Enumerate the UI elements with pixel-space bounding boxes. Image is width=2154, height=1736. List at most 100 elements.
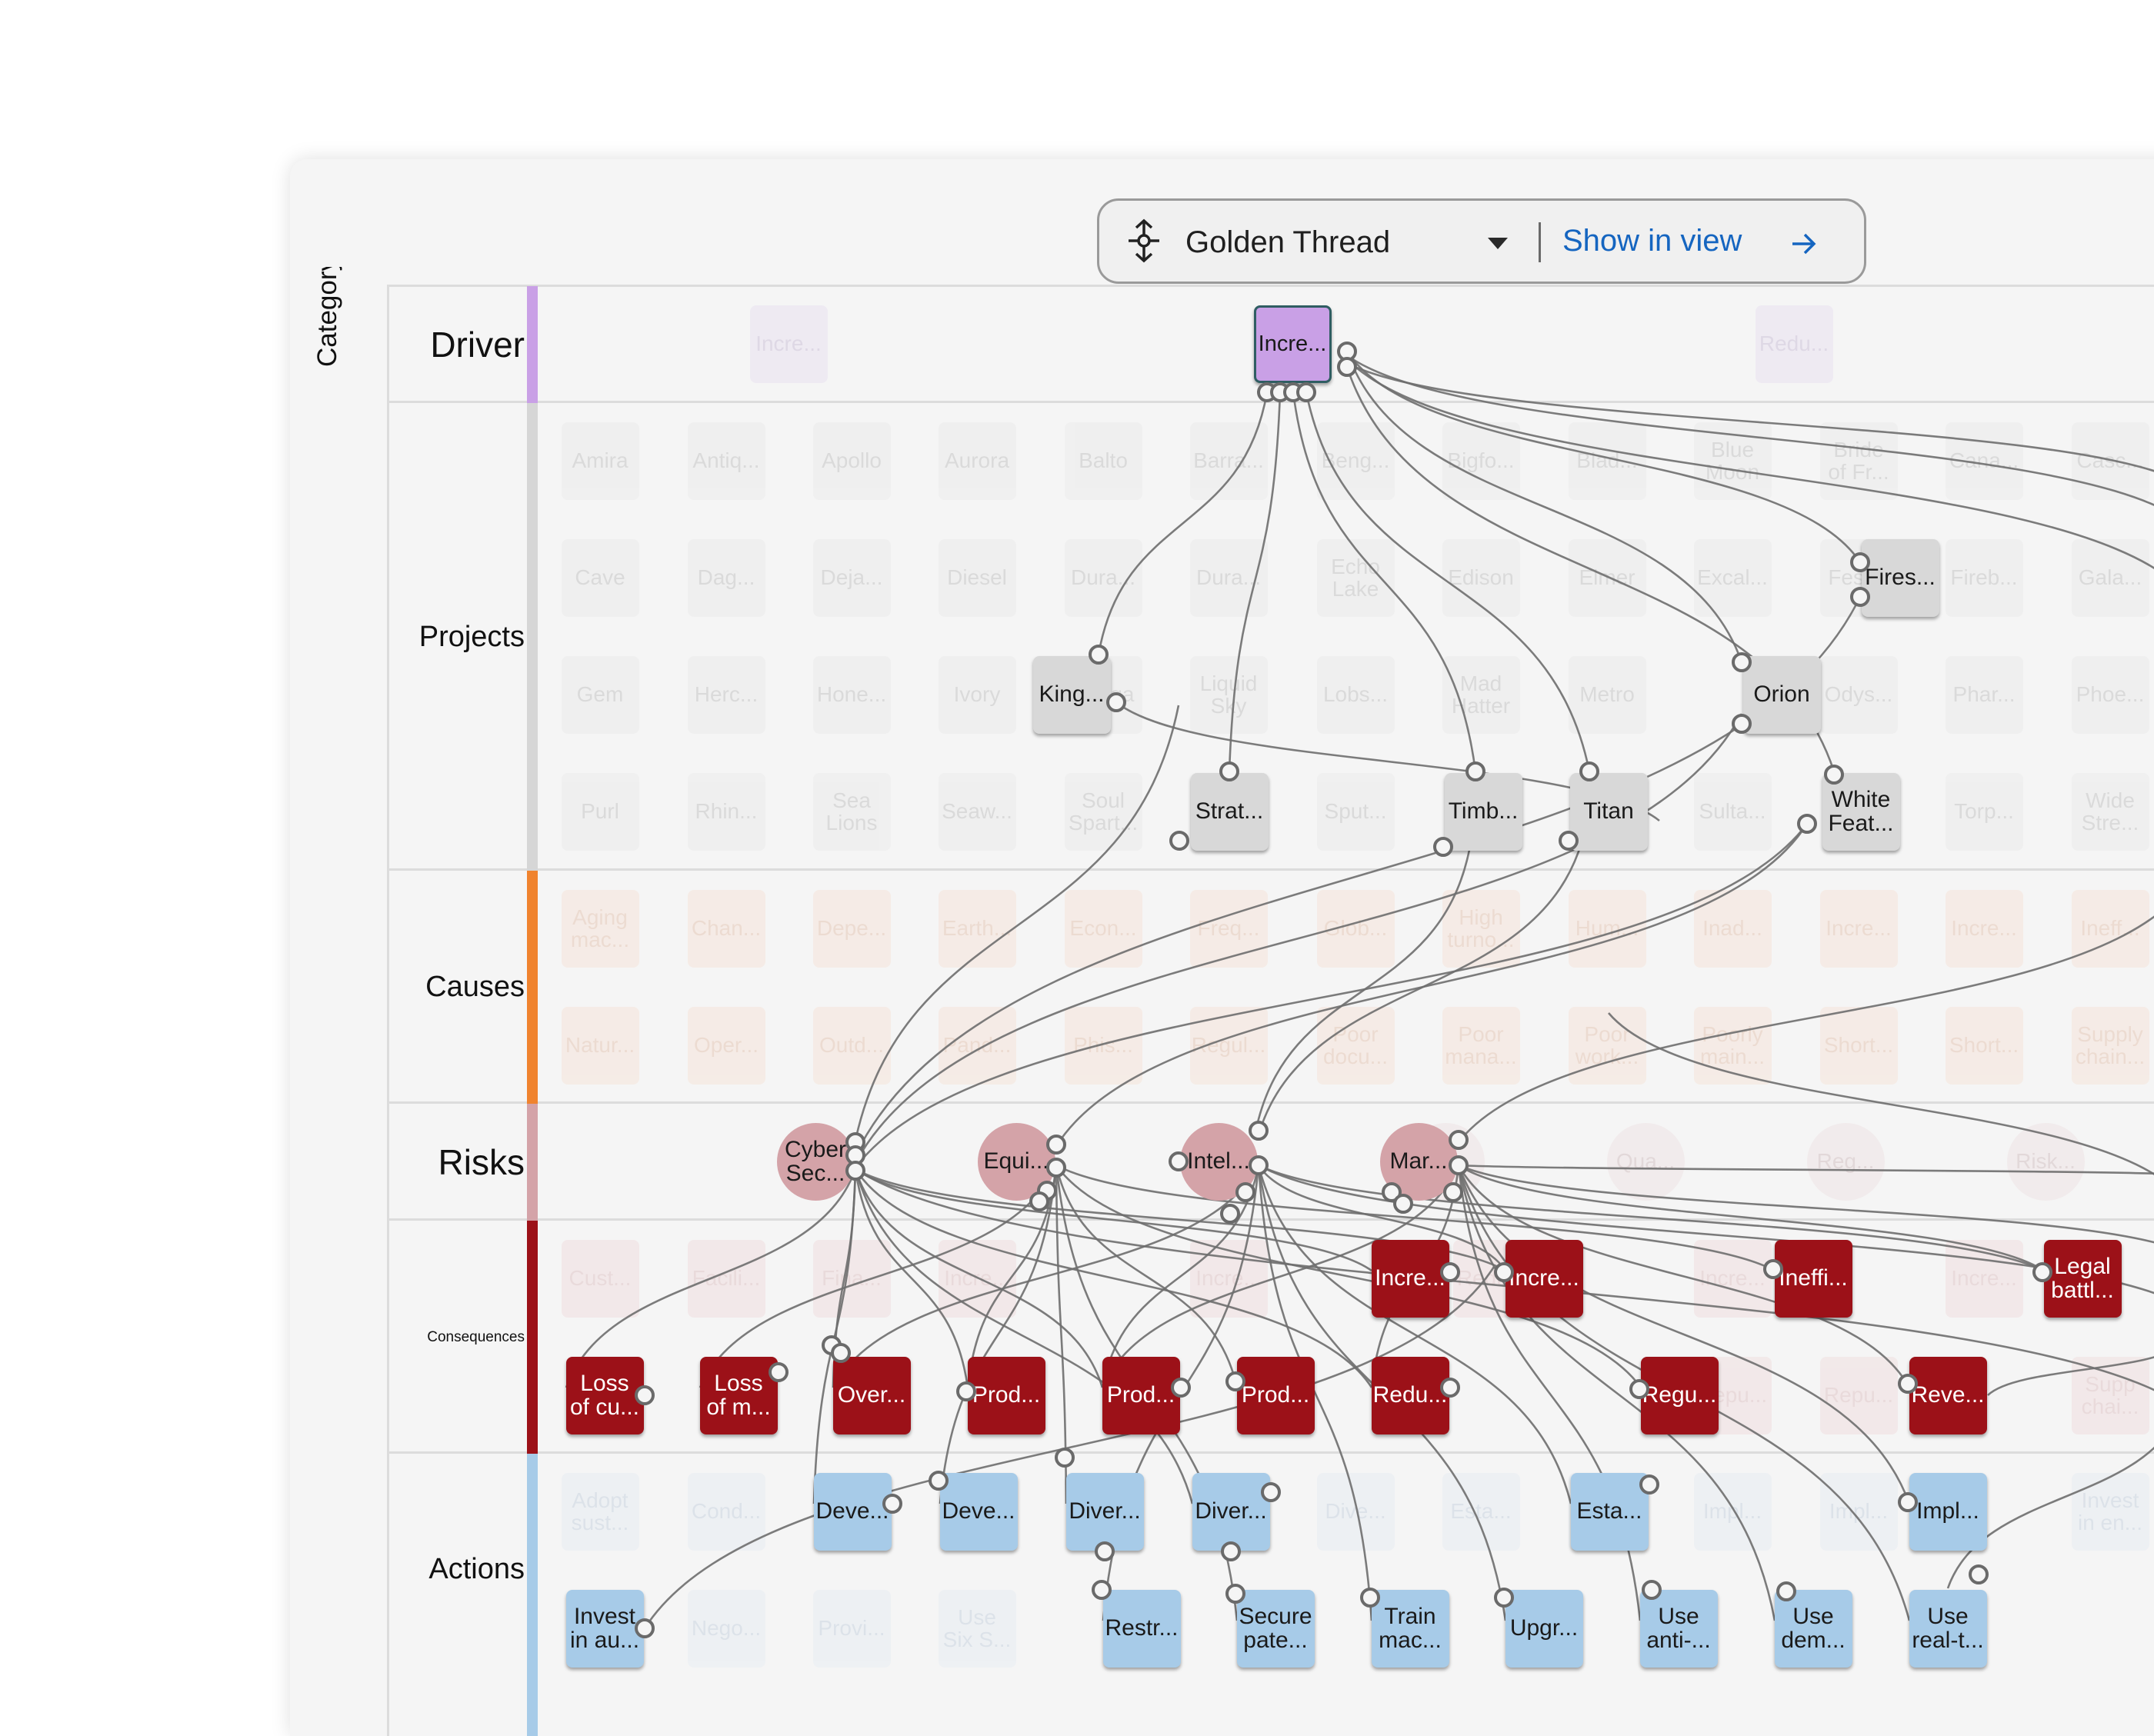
node-project-faded[interactable]: Sulta... [1693, 772, 1772, 851]
node-project[interactable]: Orion [1742, 655, 1821, 734]
node-cause-faded[interactable]: Regul... [1189, 1006, 1268, 1085]
node-cause-faded[interactable]: High turno... [1442, 889, 1520, 968]
node-consequence-faded[interactable]: Repu... [1819, 1356, 1898, 1434]
node-project-faded[interactable]: Phar... [1945, 655, 2023, 734]
node-project[interactable]: Fires... [1861, 538, 1939, 617]
move-vertical-icon[interactable] [1121, 218, 1167, 264]
node-project-faded[interactable]: Purl [561, 772, 639, 851]
node-risk[interactable]: Cyber Sec... [776, 1122, 855, 1201]
node-project-faded[interactable]: Dura... [1189, 538, 1268, 617]
node-project-faded[interactable]: Sput... [1316, 772, 1395, 851]
node-project-faded[interactable]: Cave [561, 538, 639, 617]
node-action[interactable]: Secure pate... [1236, 1589, 1315, 1668]
node-cause-faded[interactable]: Short... [1819, 1006, 1898, 1085]
node-risk-faded[interactable]: Qua... [1606, 1122, 1685, 1201]
node-consequence-faded[interactable]: Supp chai... [2071, 1356, 2149, 1434]
node-consequence[interactable]: Prod... [967, 1356, 1045, 1434]
node-action[interactable]: Restr... [1102, 1589, 1181, 1668]
node-project-faded[interactable]: Seaw... [938, 772, 1016, 851]
node-project-faded[interactable]: Deja... [812, 538, 891, 617]
node-project-faded[interactable]: Rhin... [687, 772, 765, 851]
node-project[interactable]: Titan [1569, 772, 1648, 851]
node-consequence[interactable]: Reve... [1909, 1356, 1987, 1434]
node-action-faded[interactable]: Provi... [812, 1589, 891, 1668]
node-project-faded[interactable]: Torp... [1945, 772, 2023, 851]
node-cause-faded[interactable]: Supply chain... [2071, 1006, 2149, 1085]
node-consequence-faded[interactable]: Cust... [561, 1239, 639, 1318]
node-risk-faded[interactable]: Reg... [1806, 1122, 1885, 1201]
node-project-faded[interactable]: Fireb... [1945, 538, 2023, 617]
arrow-right-icon[interactable] [1790, 230, 1818, 258]
node-cause-faded[interactable]: Econ... [1064, 889, 1142, 968]
node-project-faded[interactable]: Phoe... [2071, 655, 2149, 734]
node-cause-faded[interactable]: Freq... [1189, 889, 1268, 968]
node-project-faded[interactable]: Hone... [812, 655, 891, 734]
node-cause-faded[interactable]: Oper... [687, 1006, 765, 1085]
node-action[interactable]: Use dem... [1774, 1589, 1852, 1668]
node-consequence-faded[interactable]: Facili... [687, 1239, 765, 1318]
node-cause-faded[interactable]: Poor work... [1568, 1006, 1646, 1085]
node-consequence[interactable]: Legal battl... [2043, 1239, 2122, 1318]
node-project[interactable]: Strat... [1190, 772, 1269, 851]
node-cause-faded[interactable]: Chan... [687, 889, 765, 968]
node-project-faded[interactable]: Sea Lions [812, 772, 891, 851]
node-cause-faded[interactable]: Natur... [561, 1006, 639, 1085]
node-cause-faded[interactable]: Poor docu... [1316, 1006, 1395, 1085]
node-project-faded[interactable]: Gala... [2071, 538, 2149, 617]
node-action[interactable]: Deve... [939, 1472, 1018, 1551]
node-project-faded[interactable]: Elmer [1568, 538, 1646, 617]
node-consequence[interactable]: Regu... [1640, 1356, 1719, 1434]
node-project-faded[interactable]: Gem [561, 655, 639, 734]
node-cause-faded[interactable]: Short... [1945, 1006, 2023, 1085]
node-consequence[interactable]: Prod... [1236, 1356, 1315, 1434]
node-risk-faded[interactable]: Risk... [2006, 1122, 2085, 1201]
node-action[interactable]: Upgr... [1505, 1589, 1583, 1668]
node-consequence[interactable]: Incre... [1505, 1239, 1583, 1318]
node-project[interactable]: Timb... [1444, 772, 1522, 851]
node-action[interactable]: Impl... [1909, 1472, 1987, 1551]
node-project-faded[interactable]: Apollo [812, 422, 891, 500]
node-action[interactable]: Train mac... [1371, 1589, 1449, 1668]
node-project-faded[interactable]: Lobs... [1316, 655, 1395, 734]
node-consequence-faded[interactable]: Incre... [1693, 1239, 1772, 1318]
node-consequence[interactable]: Redu... [1371, 1356, 1449, 1434]
node-cause-faded[interactable]: Pand... [938, 1006, 1016, 1085]
node-consequence[interactable]: Ineffi... [1774, 1239, 1852, 1318]
node-project-faded[interactable]: Amira [561, 422, 639, 500]
node-action-faded[interactable]: Dive... [1316, 1472, 1395, 1551]
node-cause-faded[interactable]: Outd... [812, 1006, 891, 1085]
node-driver-faded[interactable]: Incre... [749, 305, 828, 383]
node-action[interactable]: Use anti-... [1639, 1589, 1718, 1668]
node-action-faded[interactable]: Esta... [1442, 1472, 1520, 1551]
node-action-faded[interactable]: Impl... [1819, 1472, 1898, 1551]
node-project-faded[interactable]: Metro [1568, 655, 1646, 734]
node-cause-faded[interactable]: Incre... [1819, 889, 1898, 968]
node-action[interactable]: Diver... [1065, 1472, 1144, 1551]
node-project-faded[interactable]: Ivory [938, 655, 1016, 734]
node-project-faded[interactable]: Aurora [938, 422, 1016, 500]
node-project-faded[interactable]: Wide Stre... [2071, 772, 2149, 851]
node-project-faded[interactable]: Mad Hatter [1442, 655, 1520, 734]
node-consequence[interactable]: Incre... [1371, 1239, 1449, 1318]
node-project-faded[interactable]: Balto [1064, 422, 1142, 500]
node-project-faded[interactable]: Blue Moon [1693, 422, 1772, 500]
node-consequence[interactable]: Loss of m... [699, 1356, 778, 1434]
node-action[interactable]: Deve... [813, 1472, 892, 1551]
node-action-faded[interactable]: Impl... [1693, 1472, 1772, 1551]
node-project-faded[interactable]: Dag... [687, 538, 765, 617]
node-project-faded[interactable]: Antiq... [687, 422, 765, 500]
node-action-faded[interactable]: Nego... [687, 1589, 765, 1668]
node-cause-faded[interactable]: Poor mana... [1442, 1006, 1520, 1085]
node-cause-faded[interactable]: Depe... [812, 889, 891, 968]
node-cause-faded[interactable]: Phis... [1064, 1006, 1142, 1085]
view-mode-select[interactable]: Golden Thread [1185, 225, 1391, 259]
node-driver-faded[interactable]: Redu... [1755, 305, 1833, 383]
node-action[interactable]: Use real-t... [1909, 1589, 1987, 1668]
node-consequence[interactable]: Over... [832, 1356, 911, 1434]
node-action-faded[interactable]: Cond... [687, 1472, 765, 1551]
node-cause-faded[interactable]: Earth... [938, 889, 1016, 968]
node-action-faded[interactable]: Use Six S... [938, 1589, 1016, 1668]
node-action[interactable]: Diver... [1192, 1472, 1270, 1551]
node-project-faded[interactable]: Diesel [938, 538, 1016, 617]
node-project[interactable]: King... [1032, 655, 1111, 734]
